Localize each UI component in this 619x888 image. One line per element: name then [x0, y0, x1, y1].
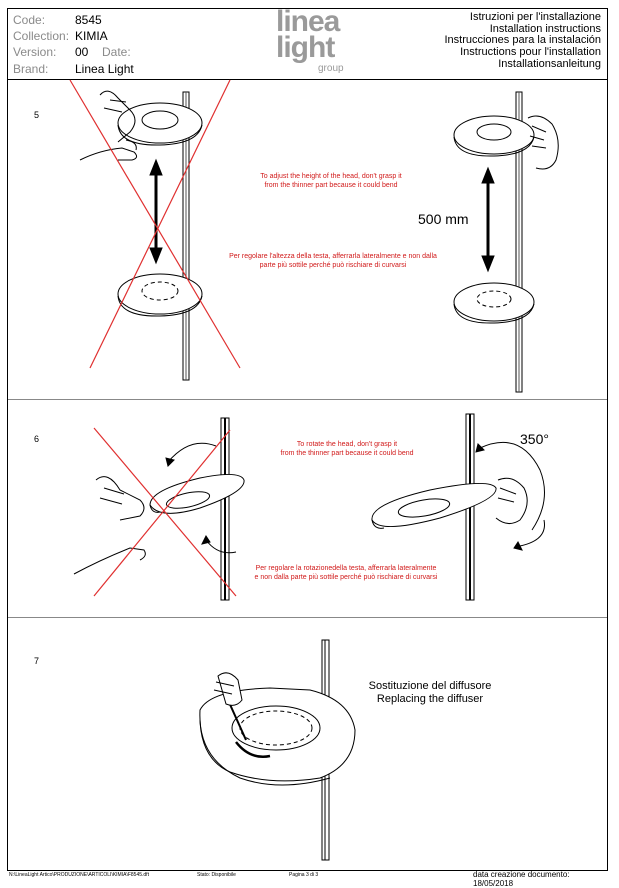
date-label: Date:: [102, 45, 131, 59]
logo-word-linea: linea: [276, 5, 340, 38]
step5-note-it: Per regolare l'altezza della testa, affe…: [208, 253, 458, 270]
logo-word-light: light: [276, 31, 335, 64]
step6-wrong-illustration: [73, 417, 245, 601]
title-en: Installation instructions: [489, 22, 601, 35]
instruction-titles: Istruzioni per l'installazione Installat…: [444, 11, 601, 71]
collection-value: KIMIA: [75, 29, 108, 43]
step7-illustration: [199, 639, 356, 861]
step-6-section: [8, 399, 607, 618]
title-es: Instrucciones para la instalación: [444, 34, 601, 47]
step6-note-it-line1: Per regolare la rotazionedella testa, af…: [255, 565, 437, 572]
document-status: Stato: Disponibile: [197, 872, 236, 878]
code-value: 8545: [75, 13, 102, 27]
step5-note-en-line1: To adjust the height of the head, don't …: [260, 173, 402, 180]
rotation-angle: 350°: [520, 431, 549, 447]
step7-caption: Sostituzione del diffusore Replacing the…: [360, 680, 500, 705]
title-de: Installationsanleitung: [498, 57, 601, 70]
step6-note-en-line2: from the thinner part because it could b…: [280, 449, 414, 457]
title-it: Istruzioni per l'installazione: [469, 11, 601, 23]
instruction-sheet: Code: 8545 Collection: KIMIA Version: 00…: [7, 5, 608, 871]
logo-word-group: group: [318, 63, 344, 74]
title-fr: Instructions pour l'installation: [460, 46, 601, 59]
height-dimension: 500 mm: [418, 211, 469, 227]
file-path: N:\LineaLight Artico\PRODUZIONE\ARTICOLI…: [9, 872, 149, 878]
version-value: 00: [75, 45, 89, 59]
page-number: Pagina 3 di 3: [289, 872, 319, 878]
step-number-7: 7: [34, 656, 40, 666]
footer: N:\LineaLight Artico\PRODUZIONE\ARTICOLI…: [7, 870, 608, 888]
step6-note-en-line1: To rotate the head, don't grasp it: [296, 441, 398, 448]
brand-value: Linea Light: [75, 62, 134, 76]
step5-note-en: To adjust the height of the head, don't …: [236, 173, 426, 190]
step5-wrong-illustration: [79, 90, 203, 381]
step6-note-it: Per regolare la rotazionedella testa, af…: [236, 565, 456, 582]
caption-it: Sostituzione del diffusore: [368, 680, 492, 692]
brand-label: Brand:: [13, 62, 49, 76]
step-5-section: [8, 79, 607, 400]
step-number-6: 6: [34, 434, 40, 444]
linea-light-logo: linea light group: [270, 5, 350, 77]
step6-note-it-line2: e non dalla parte più sottile perché può…: [254, 573, 438, 581]
step6-correct-illustration: [371, 413, 545, 601]
creation-date: data creazione documento: 18/05/2018: [473, 870, 570, 888]
step5-correct-illustration: [453, 91, 559, 393]
collection-label: Collection:: [13, 29, 70, 43]
step5-note-it-line2: parte più sottile perché può rischiare d…: [259, 261, 407, 269]
header: Code: 8545 Collection: KIMIA Version: 00…: [8, 5, 607, 80]
step5-note-en-line2: from the thinner part because it could b…: [264, 181, 398, 189]
code-label: Code:: [13, 13, 46, 27]
caption-en: Replacing the diffuser: [376, 692, 484, 705]
step5-note-it-line1: Per regolare l'altezza della testa, affe…: [229, 253, 437, 260]
step-number-5: 5: [34, 110, 40, 120]
version-label: Version:: [13, 45, 57, 59]
step6-note-en: To rotate the head, don't grasp it from …: [262, 441, 432, 458]
